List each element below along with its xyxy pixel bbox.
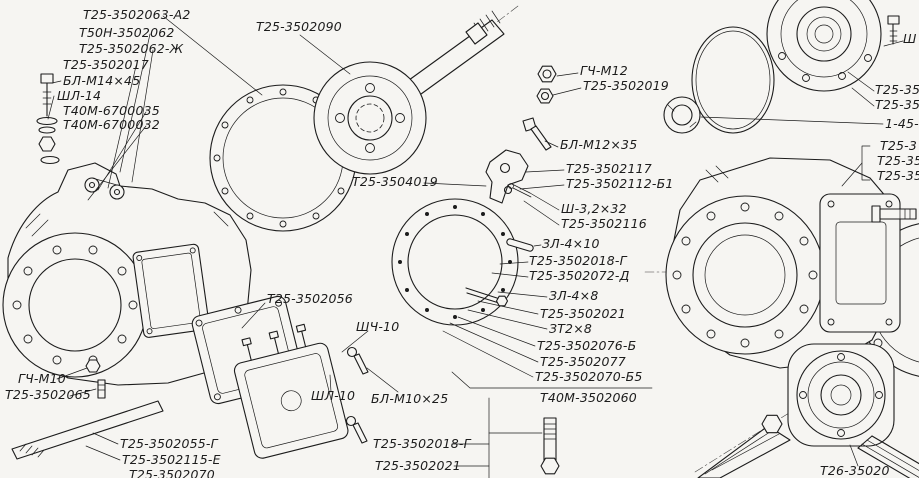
- part-label: Т25-3502072-Д: [529, 268, 630, 283]
- part-label: ШЧ-10: [356, 319, 400, 334]
- tie-rod: [11, 400, 164, 460]
- part-label: Т25-3502112-Б1: [566, 176, 674, 191]
- axle-bearing-drum: [697, 343, 919, 478]
- part-label: Т25-3502018-Г: [529, 253, 627, 268]
- part-label: Т25-3502070-Б5: [535, 369, 643, 384]
- part-label: ЗЛ-4×10: [542, 236, 600, 251]
- right-housing: [665, 157, 901, 369]
- leader-lines: [47, 15, 904, 478]
- hub-bearing: [766, 0, 900, 92]
- cover-plate: [233, 323, 349, 459]
- part-label: Т25-3502115-Е: [122, 452, 221, 467]
- part-label: Ш-3,2×32: [561, 201, 627, 216]
- part-label: ЗЛ-4×8: [549, 288, 599, 303]
- part-label: Т25-3502090: [256, 19, 342, 34]
- part-label: БЛ-М14×45: [63, 73, 141, 88]
- part-label: Т25-3: [880, 138, 918, 153]
- left-housing: [2, 162, 252, 386]
- part-label: Т26-35020: [820, 463, 890, 478]
- part-label: Т25-35: [875, 82, 919, 97]
- part-label: БЛ-М12×35: [560, 137, 638, 152]
- part-label: Т25-3502070: [129, 467, 215, 478]
- part-label: Т25-3502076-Б: [537, 338, 637, 353]
- part-label: Т40М-6700032: [63, 117, 160, 132]
- coupling-drum-shaft: [313, 10, 505, 175]
- part-label: ЗТ2×8: [549, 321, 593, 336]
- part-label: ШЛ-14: [57, 88, 102, 103]
- part-label: ГЧ-М12: [580, 63, 628, 78]
- part-label: Т25-3502116: [561, 216, 647, 231]
- part-label: Т25-35: [877, 168, 919, 183]
- part-label: Т25-3502062-Ж: [79, 41, 184, 56]
- o-ring: [691, 26, 775, 134]
- part-label: Т25-3502055-Г: [120, 436, 218, 451]
- right-stud: [871, 205, 917, 223]
- part-label: Т25-3502056: [267, 291, 353, 306]
- center-hardware: [506, 65, 557, 252]
- cover-bolts: [345, 346, 369, 444]
- left-bottom-hardware: [85, 359, 106, 399]
- part-label: Т50Н-3502062: [79, 25, 175, 40]
- part-label: Т25-3502017: [63, 57, 149, 72]
- part-label: Т25-3504019: [352, 174, 438, 189]
- part-label: БЛ-М10×25: [371, 391, 449, 406]
- center-stud: [540, 417, 560, 475]
- part-label: Т25-350: [875, 97, 919, 112]
- part-label: Т25-3502117: [566, 161, 652, 176]
- part-label: Т25-35: [877, 153, 919, 168]
- left-hardware-stack: [36, 73, 60, 165]
- part-label: Т25-3502018-Г: [373, 436, 471, 451]
- part-label: Т40М-6700035: [63, 103, 160, 118]
- part-label: 1-45-: [885, 116, 919, 131]
- part-label: Ш: [903, 31, 917, 46]
- brake-band: [391, 149, 529, 326]
- part-label: Т25-3502021: [540, 306, 626, 321]
- part-label: ШЛ-10: [311, 388, 356, 403]
- part-label: ГЧ-М10: [18, 371, 66, 386]
- part-label: Т25-3502019: [583, 78, 669, 93]
- part-label: Т40М-3502060: [540, 390, 637, 405]
- part-label: Т25-3502021: [375, 458, 461, 473]
- part-label: Т25-3502063-А2: [83, 7, 191, 22]
- part-label: Т25-3502065: [5, 387, 91, 402]
- part-label: Т25-3502077: [540, 354, 626, 369]
- seal-ring: [663, 96, 701, 134]
